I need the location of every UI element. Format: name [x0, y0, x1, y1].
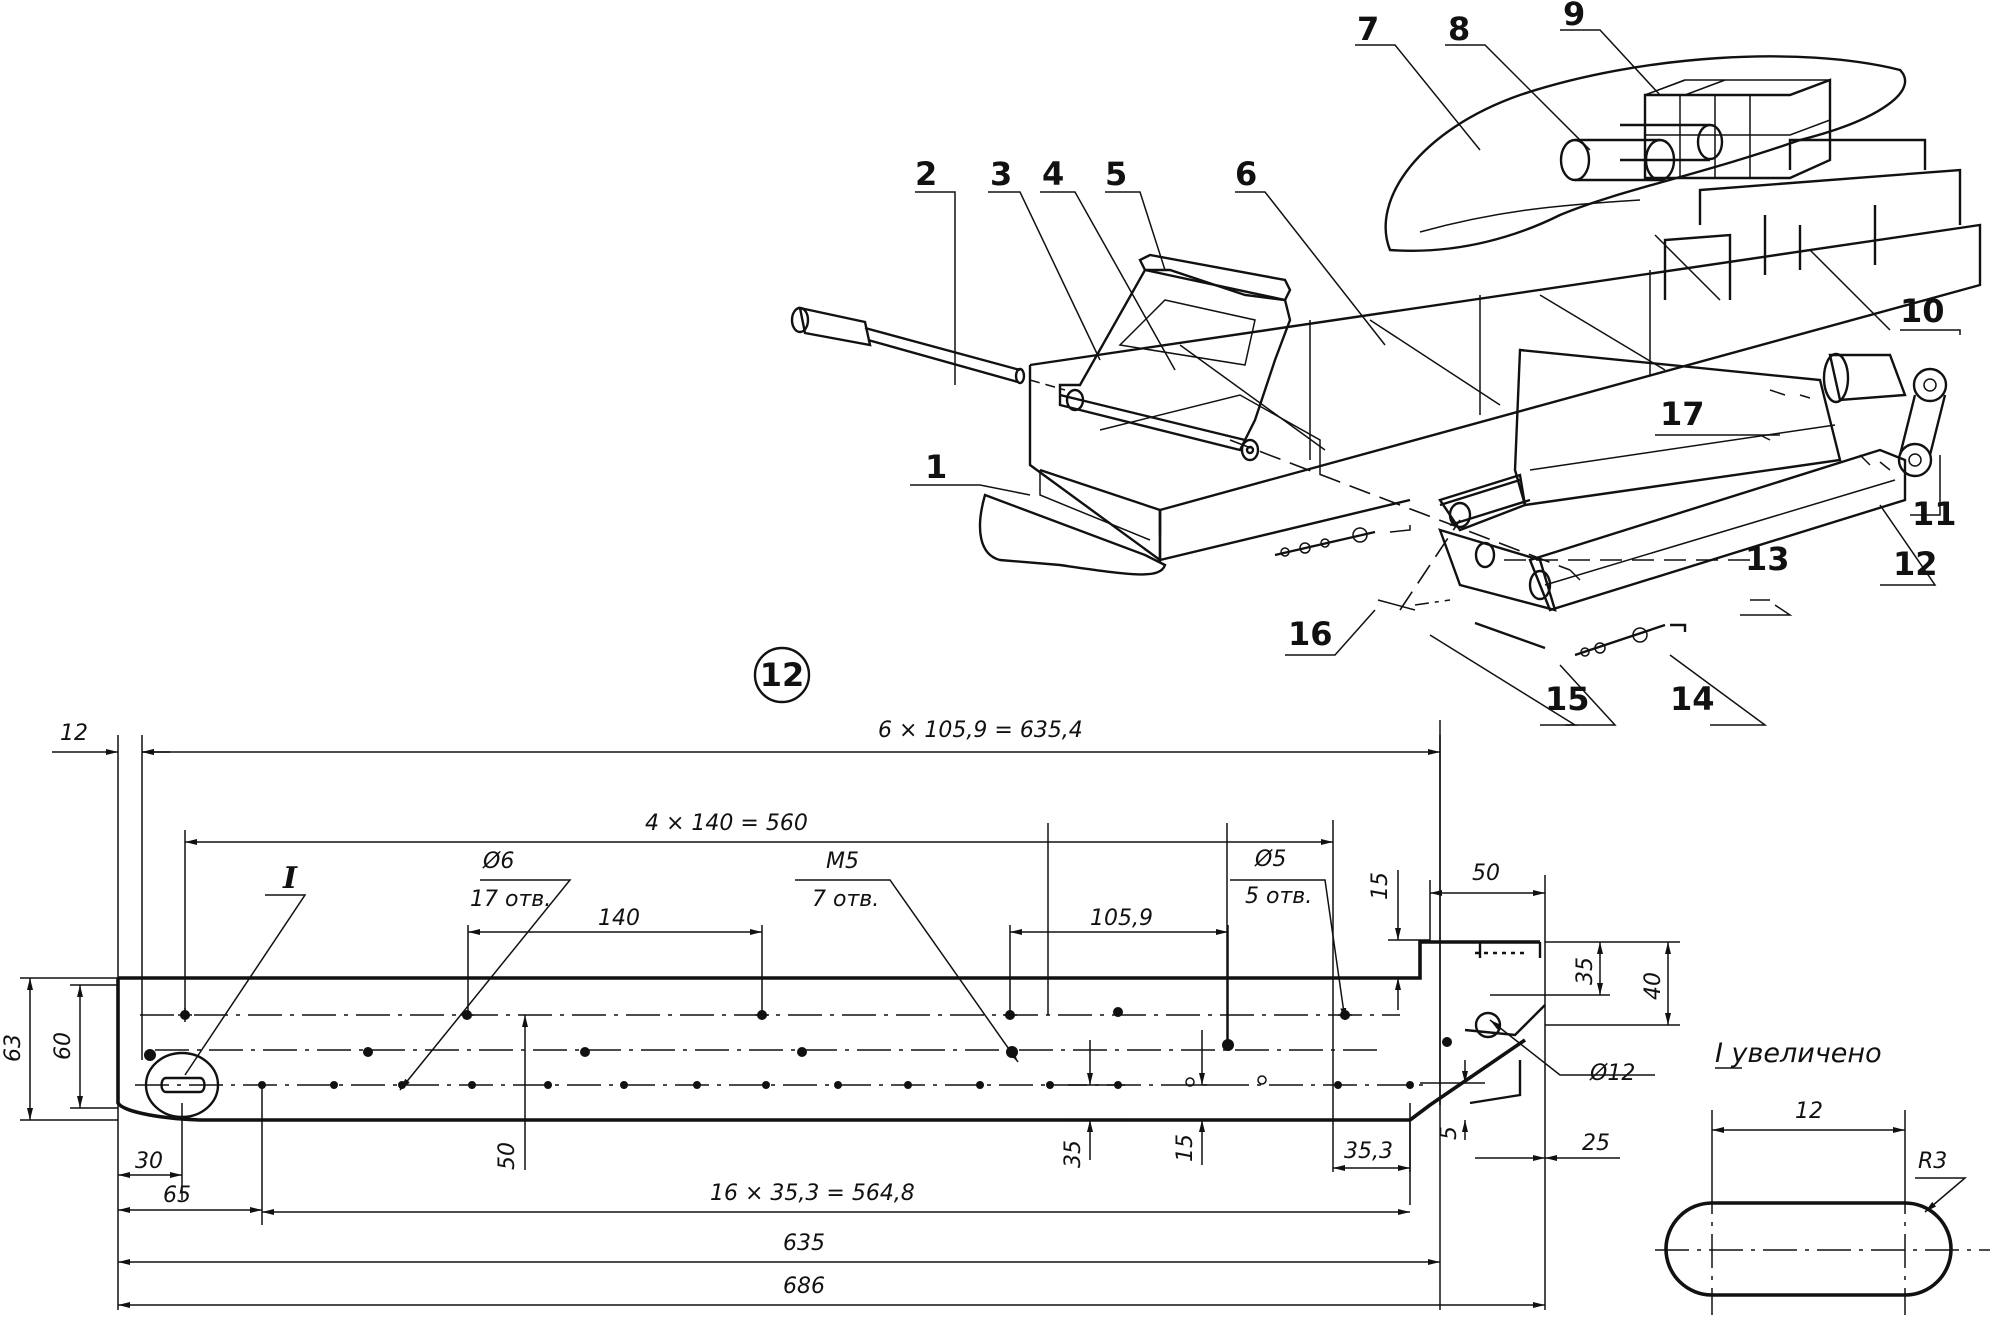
- callout-leaders: [910, 29, 1961, 726]
- dim-635: 635: [783, 1231, 825, 1256]
- dim-35-3: 35,3: [1344, 1139, 1393, 1164]
- dim-140: 140: [598, 906, 640, 931]
- note-leaders: [184, 879, 1655, 1091]
- dim-35-v-right: 35: [1573, 957, 1598, 985]
- callout-14: 14: [1670, 680, 1715, 718]
- dim-50-right: 50: [1472, 861, 1500, 886]
- note-texts: I Ø6 17 отв. M5 7 отв. Ø5 5 отв. Ø12: [282, 847, 1635, 1086]
- callout-12: 12: [1893, 545, 1938, 583]
- part-12-number: 12: [760, 656, 805, 694]
- dim-65: 65: [163, 1183, 191, 1208]
- callout-6: 6: [1235, 155, 1257, 193]
- holes-row-middle: [144, 1037, 1452, 1061]
- detail-title: I увеличено: [1715, 1038, 1882, 1069]
- dim-50-v-bottom: 50: [495, 1142, 520, 1170]
- steering-frame-3-4-5: [1058, 253, 1292, 462]
- callout-4: 4: [1042, 155, 1064, 193]
- dim-25: 25: [1582, 1131, 1610, 1156]
- callout-7: 7: [1357, 10, 1379, 48]
- dim-12-top: 12: [60, 721, 88, 746]
- dim-top-total: 6 × 105,9 = 635,4: [878, 718, 1083, 743]
- section-mark-I: I: [282, 861, 298, 896]
- note-holes17: 17 отв.: [470, 887, 551, 912]
- dim-686: 686: [783, 1274, 825, 1299]
- callout-11: 11: [1912, 495, 1957, 533]
- part-12-outline: [116, 940, 1540, 1122]
- note-holes5: 5 отв.: [1245, 884, 1312, 909]
- note-phi5: Ø5: [1254, 847, 1286, 872]
- battery-pack-9: [1643, 78, 1832, 180]
- belt-11: [1897, 394, 1947, 478]
- note-phi12: Ø12: [1589, 1061, 1635, 1086]
- side-rail-17: [1438, 348, 1842, 532]
- note-holes7: 7 отв.: [812, 887, 879, 912]
- callout-5: 5: [1105, 155, 1127, 193]
- callout-13: 13: [1745, 540, 1790, 578]
- dim-35-v-bottom: 35: [1061, 1140, 1086, 1168]
- seat-part-7: [1384, 55, 1907, 252]
- detail-radius: R3: [1918, 1149, 1947, 1174]
- callout-2: 2: [915, 155, 937, 193]
- detail-I-enlarged: I увеличено 12 R3: [1655, 1038, 1990, 1315]
- dim-105-9: 105,9: [1090, 906, 1153, 931]
- dim-15-v-bottom: 15: [1173, 1134, 1198, 1162]
- dim-5: 5: [1437, 1126, 1462, 1140]
- note-m5: M5: [826, 849, 859, 874]
- hardware-13-14-15-16: [1229, 439, 1770, 657]
- part-12-label: 12: [753, 646, 811, 704]
- callout-numbers: 1 2 3 4 5 6 7 8 9 10 11 12 13 14 15 16 1…: [915, 0, 1957, 718]
- dim-40-v-right: 40: [1641, 972, 1666, 1000]
- slot-enlarged: [1664, 1201, 1953, 1297]
- detail-width: 12: [1795, 1099, 1823, 1124]
- dim-564-8: 16 × 35,3 = 564,8: [710, 1181, 915, 1206]
- callout-16: 16: [1288, 615, 1333, 653]
- motor-10: [1822, 352, 1948, 404]
- exploded-assembly-view: 1 2 3 4 5 6 7 8 9 10 11 12 13 14 15 16 1…: [790, 0, 1982, 726]
- callout-10: 10: [1900, 292, 1945, 330]
- dim-30: 30: [135, 1149, 163, 1174]
- front-ski-1: [978, 394, 1321, 576]
- callout-9: 9: [1563, 0, 1585, 33]
- dimension-lines: [20, 720, 1680, 1310]
- part-12-drawing: [20, 720, 1680, 1310]
- batteries-8: [1559, 123, 1724, 182]
- dim-second: 4 × 140 = 560: [645, 811, 808, 836]
- dim-15-v-top: 15: [1368, 872, 1393, 900]
- dimension-texts: 12 6 × 105,9 = 635,4 4 × 140 = 560 140 1…: [1, 718, 1666, 1299]
- callout-1: 1: [925, 448, 947, 486]
- dim-60: 60: [51, 1032, 76, 1060]
- side-rail-12: [1438, 448, 1907, 612]
- callout-8: 8: [1448, 10, 1470, 48]
- note-phi6: Ø6: [482, 849, 514, 874]
- axle-rod-2: [790, 306, 1066, 391]
- callout-15: 15: [1545, 680, 1590, 718]
- dim-63: 63: [1, 1034, 26, 1062]
- callout-17: 17: [1660, 395, 1705, 433]
- holes-row-top: [180, 1007, 1350, 1020]
- callout-3: 3: [990, 155, 1012, 193]
